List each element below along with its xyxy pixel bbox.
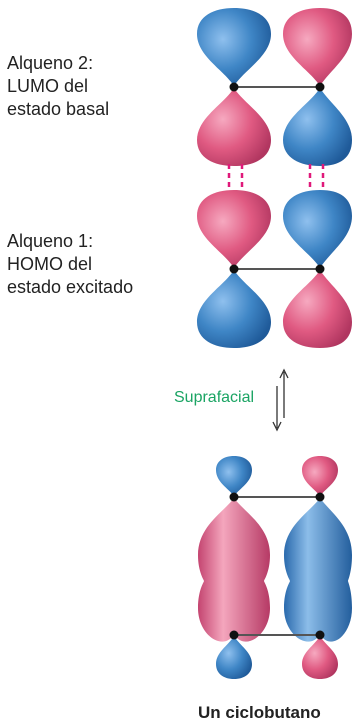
lobe-blue-top-right [283, 190, 352, 268]
alkene1-label-line3: estado excitado [7, 277, 134, 297]
alkene2-label-line3: estado basal [7, 99, 110, 119]
alkene1-label-line2: HOMO del [7, 254, 93, 274]
lobe-pink-top-left [197, 190, 271, 268]
lobe-pink-sigma-left [198, 498, 270, 642]
lobe-pink-bottom-right [283, 270, 352, 348]
lobe-pink-top-right [283, 8, 352, 86]
lobe-blue-bottom-left [197, 270, 271, 348]
atom-dot [229, 82, 239, 92]
lobe-blue-small-top-left [216, 456, 252, 496]
alkene1-label-line1: Alqueno 1: [7, 231, 94, 251]
alkene2-label-line1: Alqueno 2: [7, 53, 94, 73]
lobe-pink-bottom-left [197, 88, 271, 166]
alkene1-label: Alqueno 1: HOMO del estado excitado [7, 230, 133, 299]
lobe-blue-sigma-right [284, 498, 352, 642]
alkene2-label-line2: LUMO del [7, 76, 89, 96]
cyclobutane-label: Un ciclobutano [198, 703, 321, 722]
atom-dot [229, 264, 239, 274]
suprafacial-label: Suprafacial [174, 389, 255, 406]
lobe-blue-top-left [197, 8, 271, 86]
lobe-blue-small-bottom-left [216, 636, 252, 679]
cyclobutane-orbitals [198, 456, 352, 679]
orbital-interaction-lines [227, 164, 325, 206]
alkene2-orbitals [197, 8, 352, 166]
alkene1-orbitals [197, 190, 352, 348]
atom-dot [229, 630, 239, 640]
atom-dot [315, 630, 325, 640]
lobe-blue-bottom-right [283, 88, 352, 166]
lobe-pink-small-top-right [302, 456, 338, 496]
alkene2-label: Alqueno 2: LUMO del estado basal [7, 52, 109, 121]
lobe-pink-small-bottom-right [302, 636, 338, 679]
atom-dot [315, 82, 325, 92]
equilibrium-arrows-icon [272, 368, 289, 432]
atom-dot [315, 264, 325, 274]
atom-dot [229, 492, 239, 502]
atom-dot [315, 492, 325, 502]
